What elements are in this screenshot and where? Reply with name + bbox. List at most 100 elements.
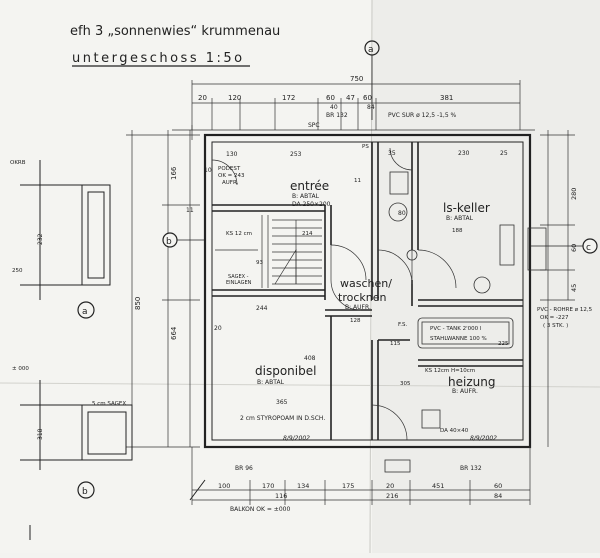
dim-top-f: 60 <box>363 94 372 102</box>
section-detail-b <box>20 380 133 470</box>
dim-bot-20: 20 <box>386 482 394 490</box>
dim-top-d: 60 <box>326 94 335 102</box>
note-br96: BR 96 <box>235 465 253 472</box>
dim-top-e: 47 <box>346 94 355 102</box>
dim-keller-80: 80 <box>398 210 406 217</box>
room-waschen-finish: B: AUFR. <box>345 304 371 311</box>
dim-top-c: 172 <box>282 94 295 102</box>
svg-text:b: b <box>82 487 88 497</box>
dim-right-60: 60 <box>570 244 578 252</box>
dim-115: 115 <box>390 341 401 347</box>
svg-text:a: a <box>368 45 374 55</box>
note-podest: PODEST <box>218 166 241 172</box>
dim-230: 230 <box>458 150 470 157</box>
note-sagex-5cm: 5 cm SAGEX <box>92 401 126 407</box>
note-spc: SPC <box>308 122 320 129</box>
room-keller-name: ls-keller <box>443 201 490 215</box>
dim-bot-175: 175 <box>342 482 354 490</box>
svg-text:c: c <box>586 243 591 253</box>
svg-text:a: a <box>82 307 88 317</box>
dim-20: 20 <box>214 325 222 332</box>
note-okrb: OKRB <box>10 160 26 166</box>
note-ok200: ± 000 <box>12 366 29 372</box>
dim-bot-134: 134 <box>297 482 309 490</box>
dim-253: 253 <box>290 151 302 158</box>
note-pvc-ok: OK = -227 <box>540 315 569 321</box>
dim-left-250: 250 <box>12 268 23 274</box>
note-styropor: 2 cm STYROPOAM IN D.SCH. <box>240 415 325 422</box>
dim-left-232: 232 <box>37 233 44 245</box>
note-br132b: BR 132 <box>460 465 482 472</box>
note-da: DA 40×40 <box>440 428 469 434</box>
room-entree-name: entrée <box>290 179 329 193</box>
dim-188: 188 <box>452 228 463 234</box>
note-sagex2: EINLAGEN <box>226 280 252 286</box>
note-pvc-stk: ( 3 STK. ) <box>543 323 568 329</box>
dim-305: 305 <box>400 381 411 387</box>
dim-right-280: 280 <box>570 188 578 200</box>
stamp-2: 8/9/2002 <box>470 435 497 442</box>
dim-93: 93 <box>256 260 263 266</box>
note-ks12b: KS 12cm H=10cm <box>425 368 475 374</box>
dim-408: 408 <box>304 355 316 362</box>
dim-left-12: 11 <box>186 207 194 214</box>
dim-35: 35 <box>388 150 396 157</box>
room-waschen-line2: trocknen <box>338 291 386 304</box>
door-swings <box>211 147 457 441</box>
dim-left-318: 318 <box>37 428 44 440</box>
note-ks12: KS 12 cm <box>226 231 252 237</box>
dim-10: 10 <box>204 167 212 174</box>
dim-top-total: 750 <box>350 75 363 83</box>
dim-bot-60: 60 <box>494 482 502 490</box>
outer-walls <box>203 133 532 449</box>
note-br132-top: BR 132 <box>326 112 348 119</box>
right-dimension-lines <box>540 130 575 447</box>
svg-text:b: b <box>166 237 172 247</box>
dim-bot-84: 84 <box>494 492 502 500</box>
note-sagex: SAGEX - <box>228 274 249 280</box>
left-dimension-lines <box>126 130 200 448</box>
dim-bot-170: 170 <box>262 482 274 490</box>
room-waschen-line1: waschen/ <box>340 277 392 290</box>
dim-left-166: 166 <box>170 166 178 180</box>
dim-bot-100: 100 <box>218 482 230 490</box>
dim-365: 365 <box>276 399 288 406</box>
dim-130: 130 <box>226 151 238 158</box>
section-marker-c-right: c <box>530 238 598 254</box>
room-disponibel-finish: B: ABTAL <box>257 379 285 386</box>
dim-225: 225 <box>498 341 509 347</box>
section-detail-a <box>20 160 111 300</box>
dim-top-i: 84 <box>367 104 375 111</box>
room-heizung-name: heizung <box>448 375 495 389</box>
dim-bot-451: 451 <box>432 482 444 490</box>
note-pvc-sur: PVC SUR ø 12,5 -1,5 % <box>388 112 457 119</box>
section-marker-b-left: b <box>162 232 205 248</box>
section-marker-a-top: a <box>364 40 380 120</box>
dim-top-b: 120 <box>228 94 241 102</box>
note-ps: PS <box>362 144 369 150</box>
note-fs: F.S. <box>398 322 408 328</box>
project-title: efh 3 „sonnenwies“ krummenau <box>70 24 280 39</box>
dim-right-45: 45 <box>570 284 578 292</box>
dim-bot-216: 216 <box>386 492 398 500</box>
dim-244: 244 <box>256 305 268 312</box>
dim-left-850: 850 <box>134 297 142 310</box>
dim-left-664: 664 <box>170 326 178 340</box>
dim-top-a: 20 <box>198 94 207 102</box>
dim-11: 11 <box>354 178 361 184</box>
room-heizung-finish: B: AUFR. <box>452 388 478 395</box>
section-marker-a-left: a <box>77 301 95 319</box>
section-marker-b-bottom: b <box>77 481 95 499</box>
note-pvc-rohre: PVC - ROHRE ø 12,5 <box>537 307 593 313</box>
note-stahlwanne: STAHLWANNE 100 % <box>430 336 487 342</box>
dim-25: 25 <box>500 150 508 157</box>
stamp-1: 8/9/2002 <box>283 435 310 442</box>
room-keller-finish: B: ABTAL <box>446 215 474 222</box>
dim-bot-116: 116 <box>275 492 287 500</box>
interior-walls <box>212 142 523 440</box>
fixtures <box>384 171 547 473</box>
sheet-title: untergeschoss 1:5o <box>72 51 245 66</box>
room-entree-finish: B: ABTAL <box>292 193 320 200</box>
note-podest-aufr: AUFR. <box>222 180 239 186</box>
